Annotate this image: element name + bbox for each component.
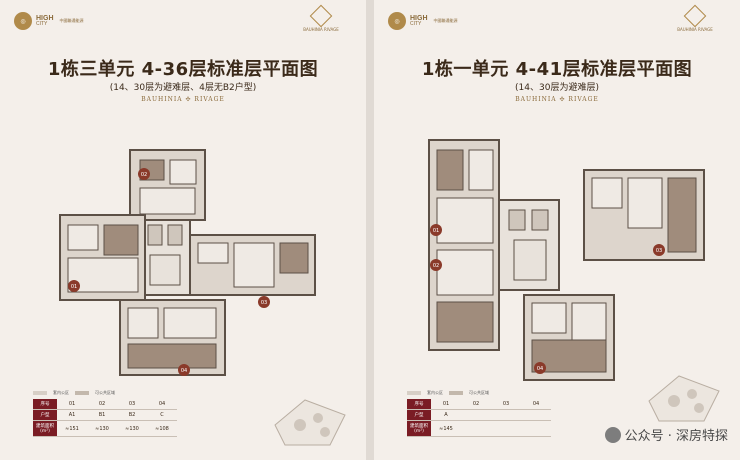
table-cell — [521, 420, 551, 437]
table-cell: 02 — [87, 399, 117, 410]
table-cell: B2 — [117, 409, 147, 421]
table-row: 户型 A1 B1 B2 C — [33, 409, 177, 421]
row-label: 户型 — [407, 409, 431, 421]
page-gutter — [366, 0, 374, 460]
unit-tag: 01 — [71, 284, 77, 290]
brand-line1: HIGH — [36, 15, 54, 22]
page-title: 1栋一单元 4-41层标准层平面图 — [421, 59, 693, 80]
project-emblem: BAUHINIA RIVAGE — [672, 4, 718, 32]
table-cell: ≈151 — [57, 420, 87, 437]
brand-line2: CITY — [36, 21, 48, 27]
legend-item: 可公共区域 — [95, 390, 115, 395]
table-cell: B1 — [87, 409, 117, 421]
page-title: 1栋三单元 4-36层标准层平面图 — [47, 59, 319, 80]
site-key-map — [274, 399, 346, 446]
project-emblem: BAUHINIA RIVAGE — [298, 4, 344, 32]
table-row: 户型 A — [407, 409, 551, 421]
unit-tag: 03 — [656, 248, 662, 254]
table-cell: 04 — [521, 399, 551, 410]
unit-legend: 套内公区 可公共区域 序号 01 02 03 04 户型 A1 B1 B2 C … — [33, 390, 177, 437]
table-cell: 02 — [461, 399, 491, 410]
unit-legend: 套内公区 可公共区域 序号 01 02 03 04 户型 A 建筑面积(m²) … — [407, 390, 551, 437]
row-label: 序号 — [407, 399, 431, 410]
emblem-diamond-icon — [309, 4, 333, 28]
legend-chip — [75, 391, 89, 395]
site-key-map — [648, 375, 720, 422]
table-cell: A — [431, 409, 461, 421]
floor-plan-drawing: 01 02 03 04 — [428, 139, 705, 381]
table-cell: ≈108 — [147, 420, 177, 437]
right-floor-plan-page: ◎ HIGH CITY 中國聯通能源 BAUHINIA RIVAGE 1栋一单元… — [374, 0, 740, 460]
legend-chip — [449, 391, 463, 395]
brand-subtext: 中國聯通能源 — [433, 18, 458, 23]
table-cell: 03 — [117, 399, 147, 410]
table-cell — [461, 420, 491, 437]
table-cell: ≈130 — [87, 420, 117, 437]
table-row: 序号 01 02 03 04 — [33, 399, 177, 410]
row-label: 建筑面积(m²) — [407, 420, 431, 437]
page-subtitle: (14、30层为避难层、4层无B2户型) — [109, 83, 257, 93]
brand-circle-icon: ◎ — [14, 12, 32, 30]
unit-tag: 04 — [537, 366, 543, 372]
row-label: 户型 — [33, 409, 57, 421]
table-row: 建筑面积(m²) ≈151 ≈130 ≈130 ≈108 — [33, 420, 177, 437]
unit-tag: 01 — [433, 228, 439, 234]
row-label: 序号 — [33, 399, 57, 410]
row-label: 建筑面积(m²) — [33, 420, 57, 437]
floor-plan-drawing: 02 01 03 04 — [59, 149, 316, 376]
unit-table: 序号 01 02 03 04 户型 A1 B1 B2 C 建筑面积(m²) ≈1… — [33, 399, 177, 437]
unit-tag: 04 — [181, 368, 187, 374]
wechat-icon — [604, 426, 621, 443]
table-cell: C — [147, 409, 177, 421]
table-cell: ≈130 — [117, 420, 147, 437]
project-name-banner: BAUHINIA ✣ RIVAGE — [141, 96, 225, 103]
brand-circle-icon: ◎ — [388, 12, 406, 30]
table-cell: 04 — [147, 399, 177, 410]
table-cell — [521, 409, 551, 421]
emblem-text: BAUHINIA RIVAGE — [303, 27, 339, 32]
project-name-banner: BAUHINIA ✣ RIVAGE — [515, 96, 599, 103]
emblem-diamond-icon — [683, 4, 707, 28]
page-subtitle: (14、30层为避难层) — [515, 83, 599, 93]
table-cell — [491, 420, 521, 437]
legend-chip — [33, 391, 47, 395]
developer-logo: ◎ HIGH CITY 中國聯通能源 — [14, 12, 84, 30]
table-cell: 01 — [431, 399, 461, 410]
unit-tag: 02 — [141, 172, 147, 178]
table-cell: A1 — [57, 409, 87, 421]
legend-item: 可公共区域 — [469, 390, 489, 395]
table-cell: ≈145 — [431, 420, 461, 437]
left-floor-plan-page: ◎ HIGH CITY 中國聯通能源 BAUHINIA RIVAGE 1栋三单元… — [0, 0, 366, 460]
brand-line2: CITY — [410, 21, 422, 27]
wechat-watermark: 公众号 · 深房特探 — [604, 425, 728, 444]
unit-table: 序号 01 02 03 04 户型 A 建筑面积(m²) ≈145 — [407, 399, 551, 437]
legend-item: 套内公区 — [427, 390, 443, 395]
table-cell: 01 — [57, 399, 87, 410]
watermark-text: 公众号 · 深房特探 — [624, 429, 728, 444]
brand-line1: HIGH — [410, 15, 428, 22]
table-cell: 03 — [491, 399, 521, 410]
legend-item: 套内公区 — [53, 390, 69, 395]
table-cell — [491, 409, 521, 421]
developer-logo: ◎ HIGH CITY 中國聯通能源 — [388, 12, 458, 30]
table-row: 建筑面积(m²) ≈145 — [407, 420, 551, 437]
table-row: 序号 01 02 03 04 — [407, 399, 551, 410]
unit-tag: 02 — [433, 263, 439, 269]
unit-tag: 03 — [261, 300, 267, 306]
emblem-text: BAUHINIA RIVAGE — [677, 27, 713, 32]
table-cell — [461, 409, 491, 421]
legend-chip — [407, 391, 421, 395]
brand-subtext: 中國聯通能源 — [59, 18, 84, 23]
